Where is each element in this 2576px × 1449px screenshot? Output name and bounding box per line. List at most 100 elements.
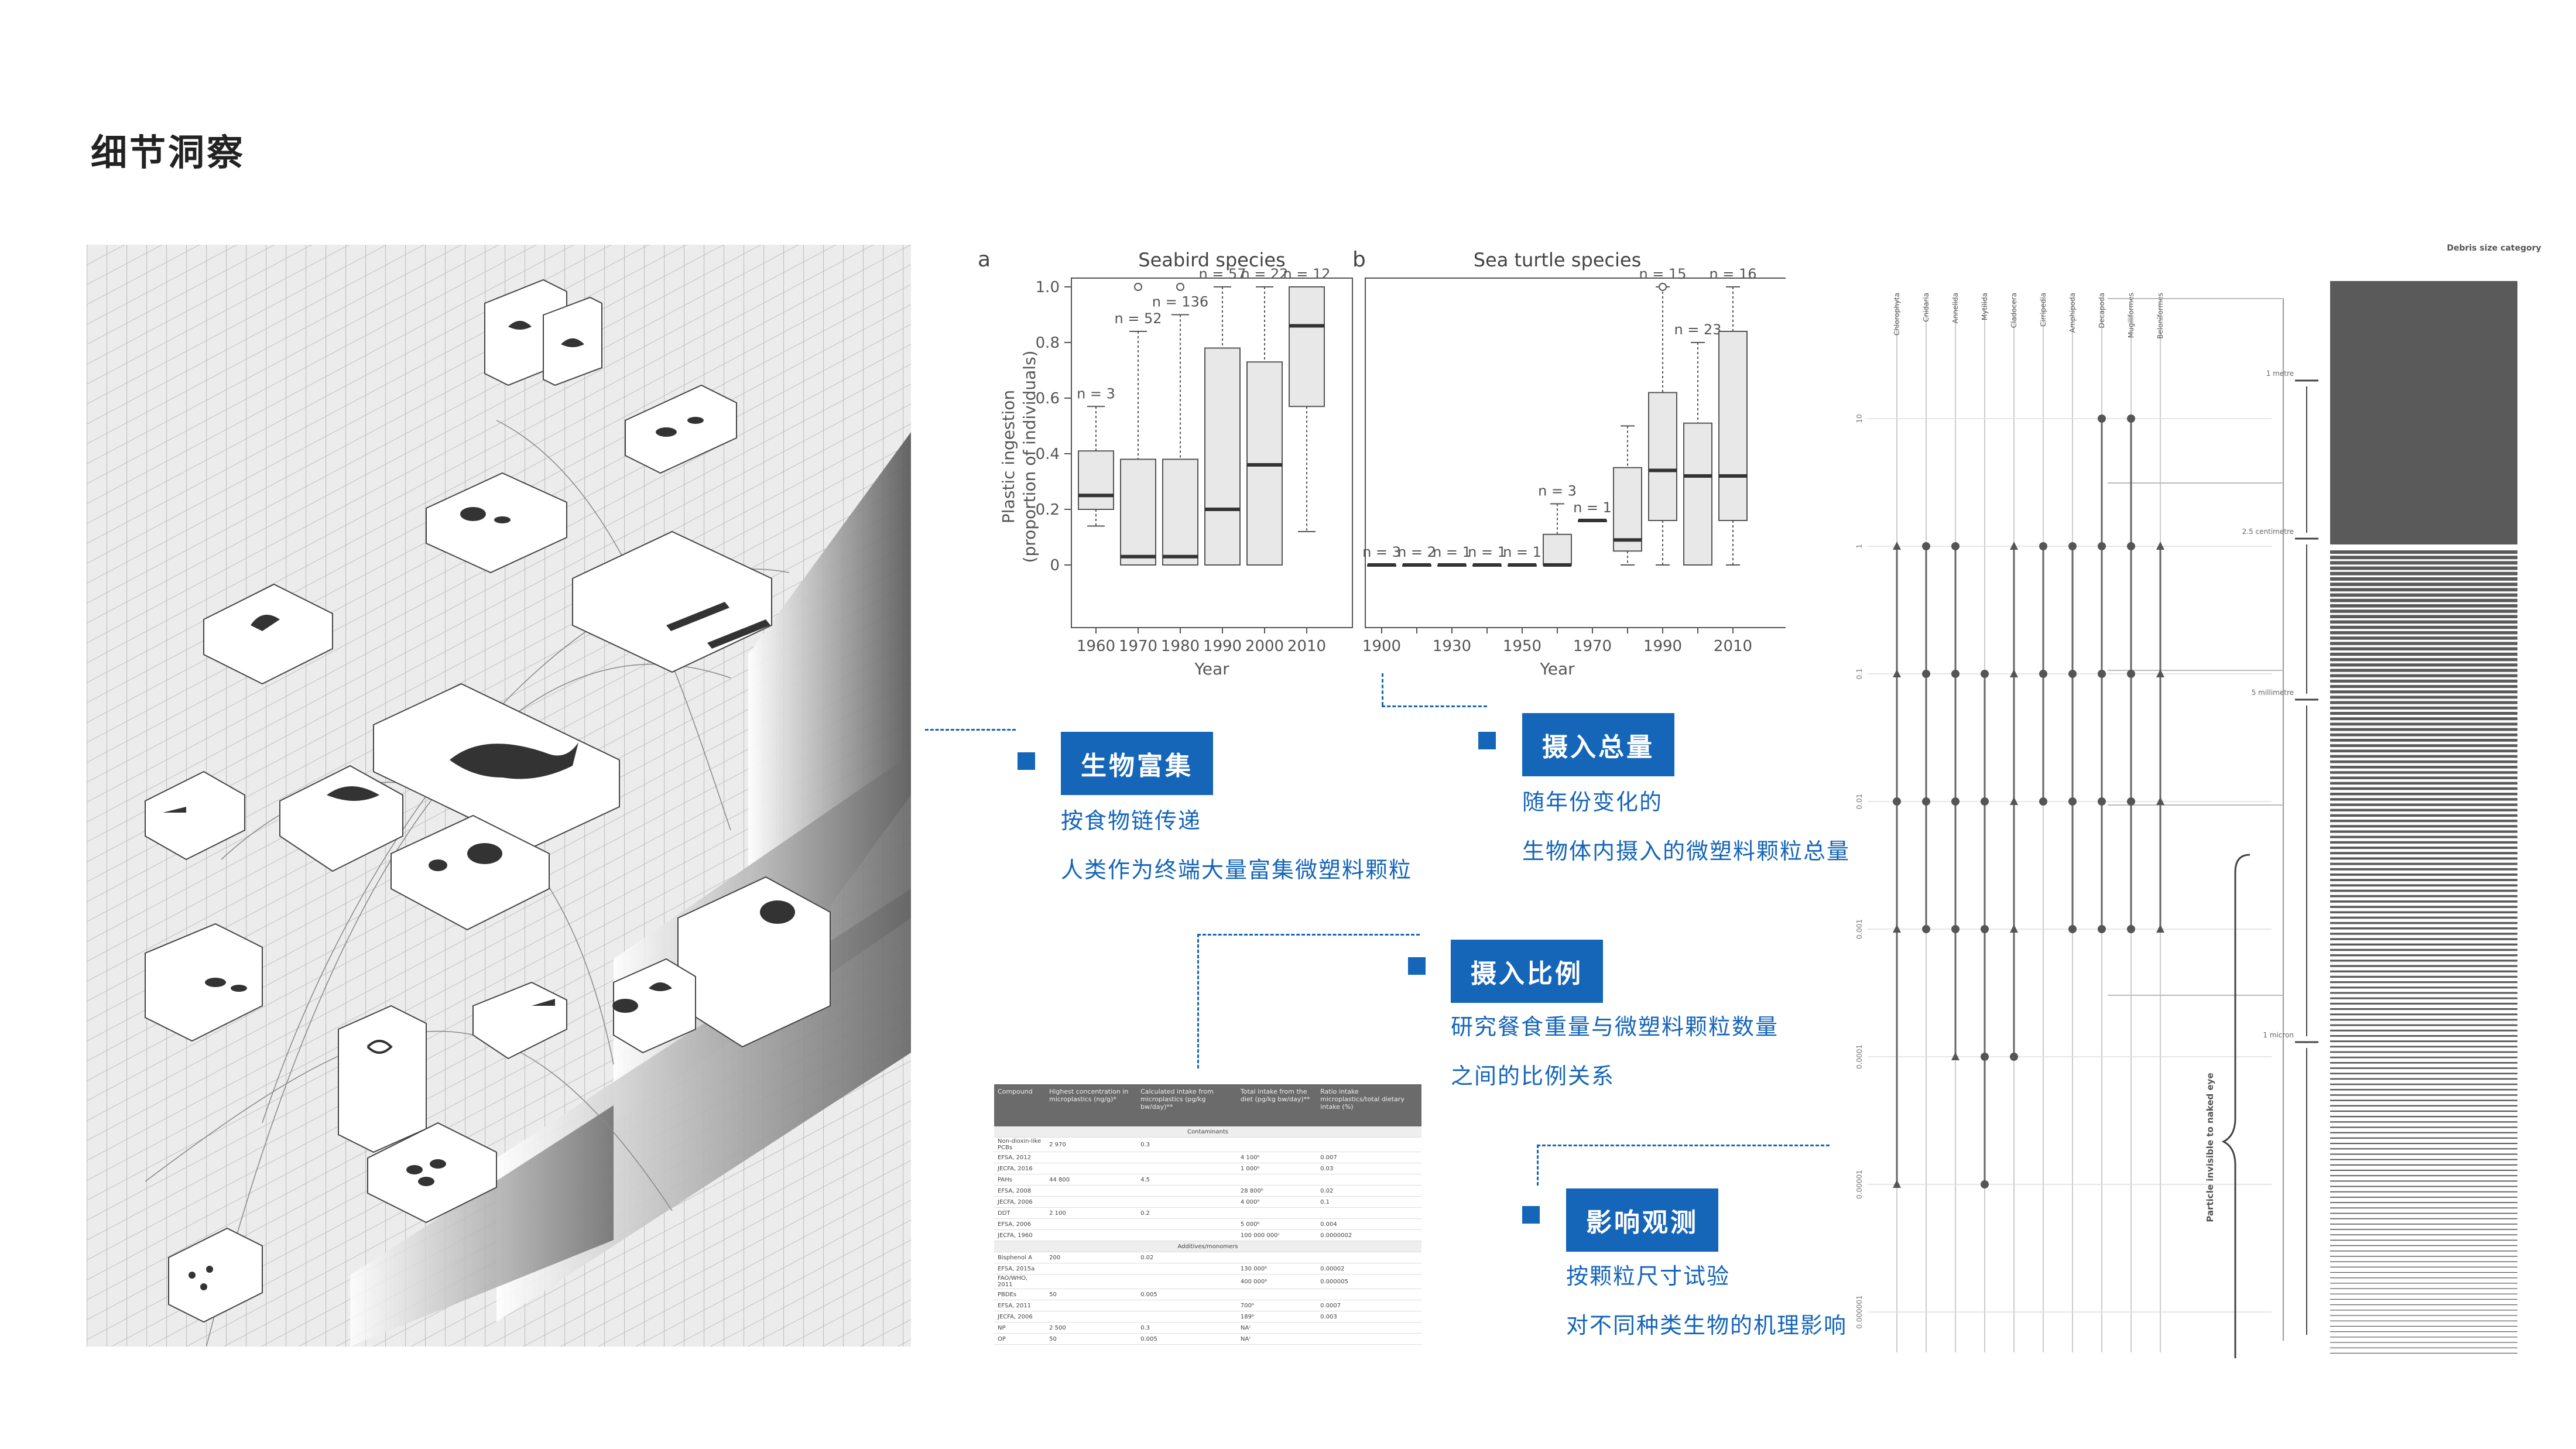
- box-n-label: n = 23: [1674, 321, 1721, 338]
- box-n-label: n = 1: [1468, 544, 1506, 560]
- size-bar-stripe: [2330, 625, 2517, 629]
- size-bar-stripe: [2330, 852, 2517, 855]
- callout-2-bullet: [1478, 732, 1496, 749]
- size-bar-stripe: [2330, 1191, 2517, 1193]
- box-iqr: [1162, 458, 1198, 566]
- size-bar-stripe: [2330, 820, 2517, 823]
- size-dot: [1951, 925, 1960, 933]
- size-bar-stripe: [2330, 1266, 2517, 1268]
- size-bar-stripe: [2330, 566, 2517, 570]
- size-bar-stripe: [2330, 647, 2517, 650]
- box-n-label: n = 3: [1077, 385, 1115, 402]
- size-bar-stripe: [2330, 776, 2517, 779]
- size-bar-stripe: [2330, 1315, 2517, 1316]
- size-bar-stripe: [2330, 749, 2517, 753]
- box-n-label: n = 3: [1362, 544, 1401, 560]
- callout-1-line-2: 人类作为终端大量富集微塑料颗粒: [1061, 857, 1413, 883]
- box-outlier: [1134, 283, 1142, 291]
- x-tick-label: 2010: [1714, 638, 1752, 655]
- callout-3-line-2: 之间的比例关系: [1451, 1063, 1615, 1089]
- table-cell: [1317, 1207, 1421, 1219]
- table-header-cell: Compound: [994, 1084, 1046, 1126]
- size-bar-stripe: [2330, 954, 2517, 957]
- panel-b-x-label: Year: [1539, 659, 1575, 679]
- panel-a-title: Seabird species: [1138, 249, 1285, 271]
- callout-1-line-1: 按食物链传递: [1061, 808, 1202, 834]
- whale-icon: [450, 742, 578, 779]
- size-bar-stripe: [2330, 1175, 2517, 1177]
- box-n-label: n = 52: [1114, 310, 1162, 327]
- table-cell: 700ᵇ: [1236, 1300, 1317, 1311]
- table-cell: 0.0007: [1317, 1300, 1421, 1311]
- table-cell: EFSA, 2008: [994, 1185, 1046, 1197]
- size-bar-stripe: [2330, 674, 2517, 677]
- size-bar-stripe: [2330, 1234, 2517, 1235]
- size-dot: [2039, 670, 2047, 678]
- size-bar-stripe: [2330, 1121, 2517, 1123]
- callout-2-text: 随年份变化的 生物体内摄入的微塑料颗粒总量: [1522, 777, 1850, 876]
- size-dot: [2098, 542, 2106, 550]
- size-dot: [2010, 1053, 2018, 1061]
- box-n-label: n = 15: [1639, 266, 1686, 282]
- size-dot: [2127, 925, 2135, 933]
- size-bar-stripe: [2330, 1229, 2517, 1230]
- size-bar-stripe: [2330, 1067, 2517, 1069]
- size-bar-stripe: [2330, 1094, 2517, 1096]
- size-bar-stripe: [2330, 1056, 2517, 1059]
- size-bar-stripe: [2330, 1040, 2517, 1043]
- x-tick-label: 2000: [1245, 638, 1284, 655]
- table-cell: [1317, 1333, 1421, 1345]
- y-tick-label: 1.0: [1036, 279, 1060, 296]
- size-bar-stripe: [2330, 755, 2517, 758]
- box-n-label: n = 16: [1709, 266, 1756, 282]
- size-bar-stripe: [2330, 1110, 2517, 1112]
- table-cell: EFSA, 2006: [994, 1218, 1046, 1230]
- size-bar-stripe: [2330, 1035, 2517, 1037]
- table-cell: [1137, 1263, 1237, 1275]
- table-cell: 0.02: [1317, 1185, 1421, 1197]
- callout-1-title: 生物富集: [1061, 732, 1213, 795]
- size-bar-stripe: [2330, 1083, 2517, 1085]
- table-cell: [1046, 1274, 1138, 1289]
- size-bar-stripe: [2330, 1153, 2517, 1155]
- size-dot: [2068, 797, 2077, 806]
- table-cell: 0.03: [1317, 1163, 1421, 1174]
- size-bar-stripe: [2330, 1218, 2517, 1220]
- table-cell: 2 100: [1046, 1207, 1138, 1219]
- y-tick-label: 0: [1050, 557, 1060, 574]
- box-n-label: n = 1: [1503, 544, 1542, 560]
- size-dot: [1981, 797, 1989, 806]
- table-cell: [1236, 1289, 1317, 1300]
- table-group-cell: Contaminants: [994, 1126, 1421, 1138]
- size-bar-stripe: [2330, 679, 2517, 683]
- table-cell: EFSA, 2012: [994, 1152, 1046, 1163]
- table-cell: [1046, 1229, 1138, 1241]
- table-cell: [1137, 1274, 1237, 1289]
- table-cell: 0.003: [1317, 1311, 1421, 1323]
- size-row-label: 0.000001: [1855, 1295, 1864, 1328]
- size-dot: [1951, 797, 1960, 806]
- table-cell: 130 000ᵇ: [1236, 1263, 1317, 1275]
- size-bar-stripe: [2330, 722, 2517, 726]
- mussel-icon: [406, 1159, 446, 1186]
- size-bar-stripe: [2330, 1164, 2517, 1166]
- table-cell: NP: [994, 1322, 1046, 1334]
- table-cell: 2 500: [1046, 1322, 1138, 1334]
- size-dot: [2068, 670, 2077, 678]
- x-tick-label: 1930: [1433, 638, 1471, 655]
- callout-4-bullet: [1522, 1206, 1540, 1224]
- size-bar-stripe: [2330, 561, 2517, 565]
- size-bar-stripe: [2330, 701, 2517, 704]
- size-bar-stripe: [2330, 895, 2517, 898]
- size-triangle: [2010, 797, 2018, 805]
- size-row-label: 0.0001: [1855, 1044, 1864, 1069]
- taxon-label: Decapoda: [2098, 293, 2106, 328]
- table-cell: 0.00002: [1317, 1263, 1421, 1275]
- size-bar-stripe: [2330, 986, 2517, 989]
- size-bar-stripe: [2330, 798, 2517, 801]
